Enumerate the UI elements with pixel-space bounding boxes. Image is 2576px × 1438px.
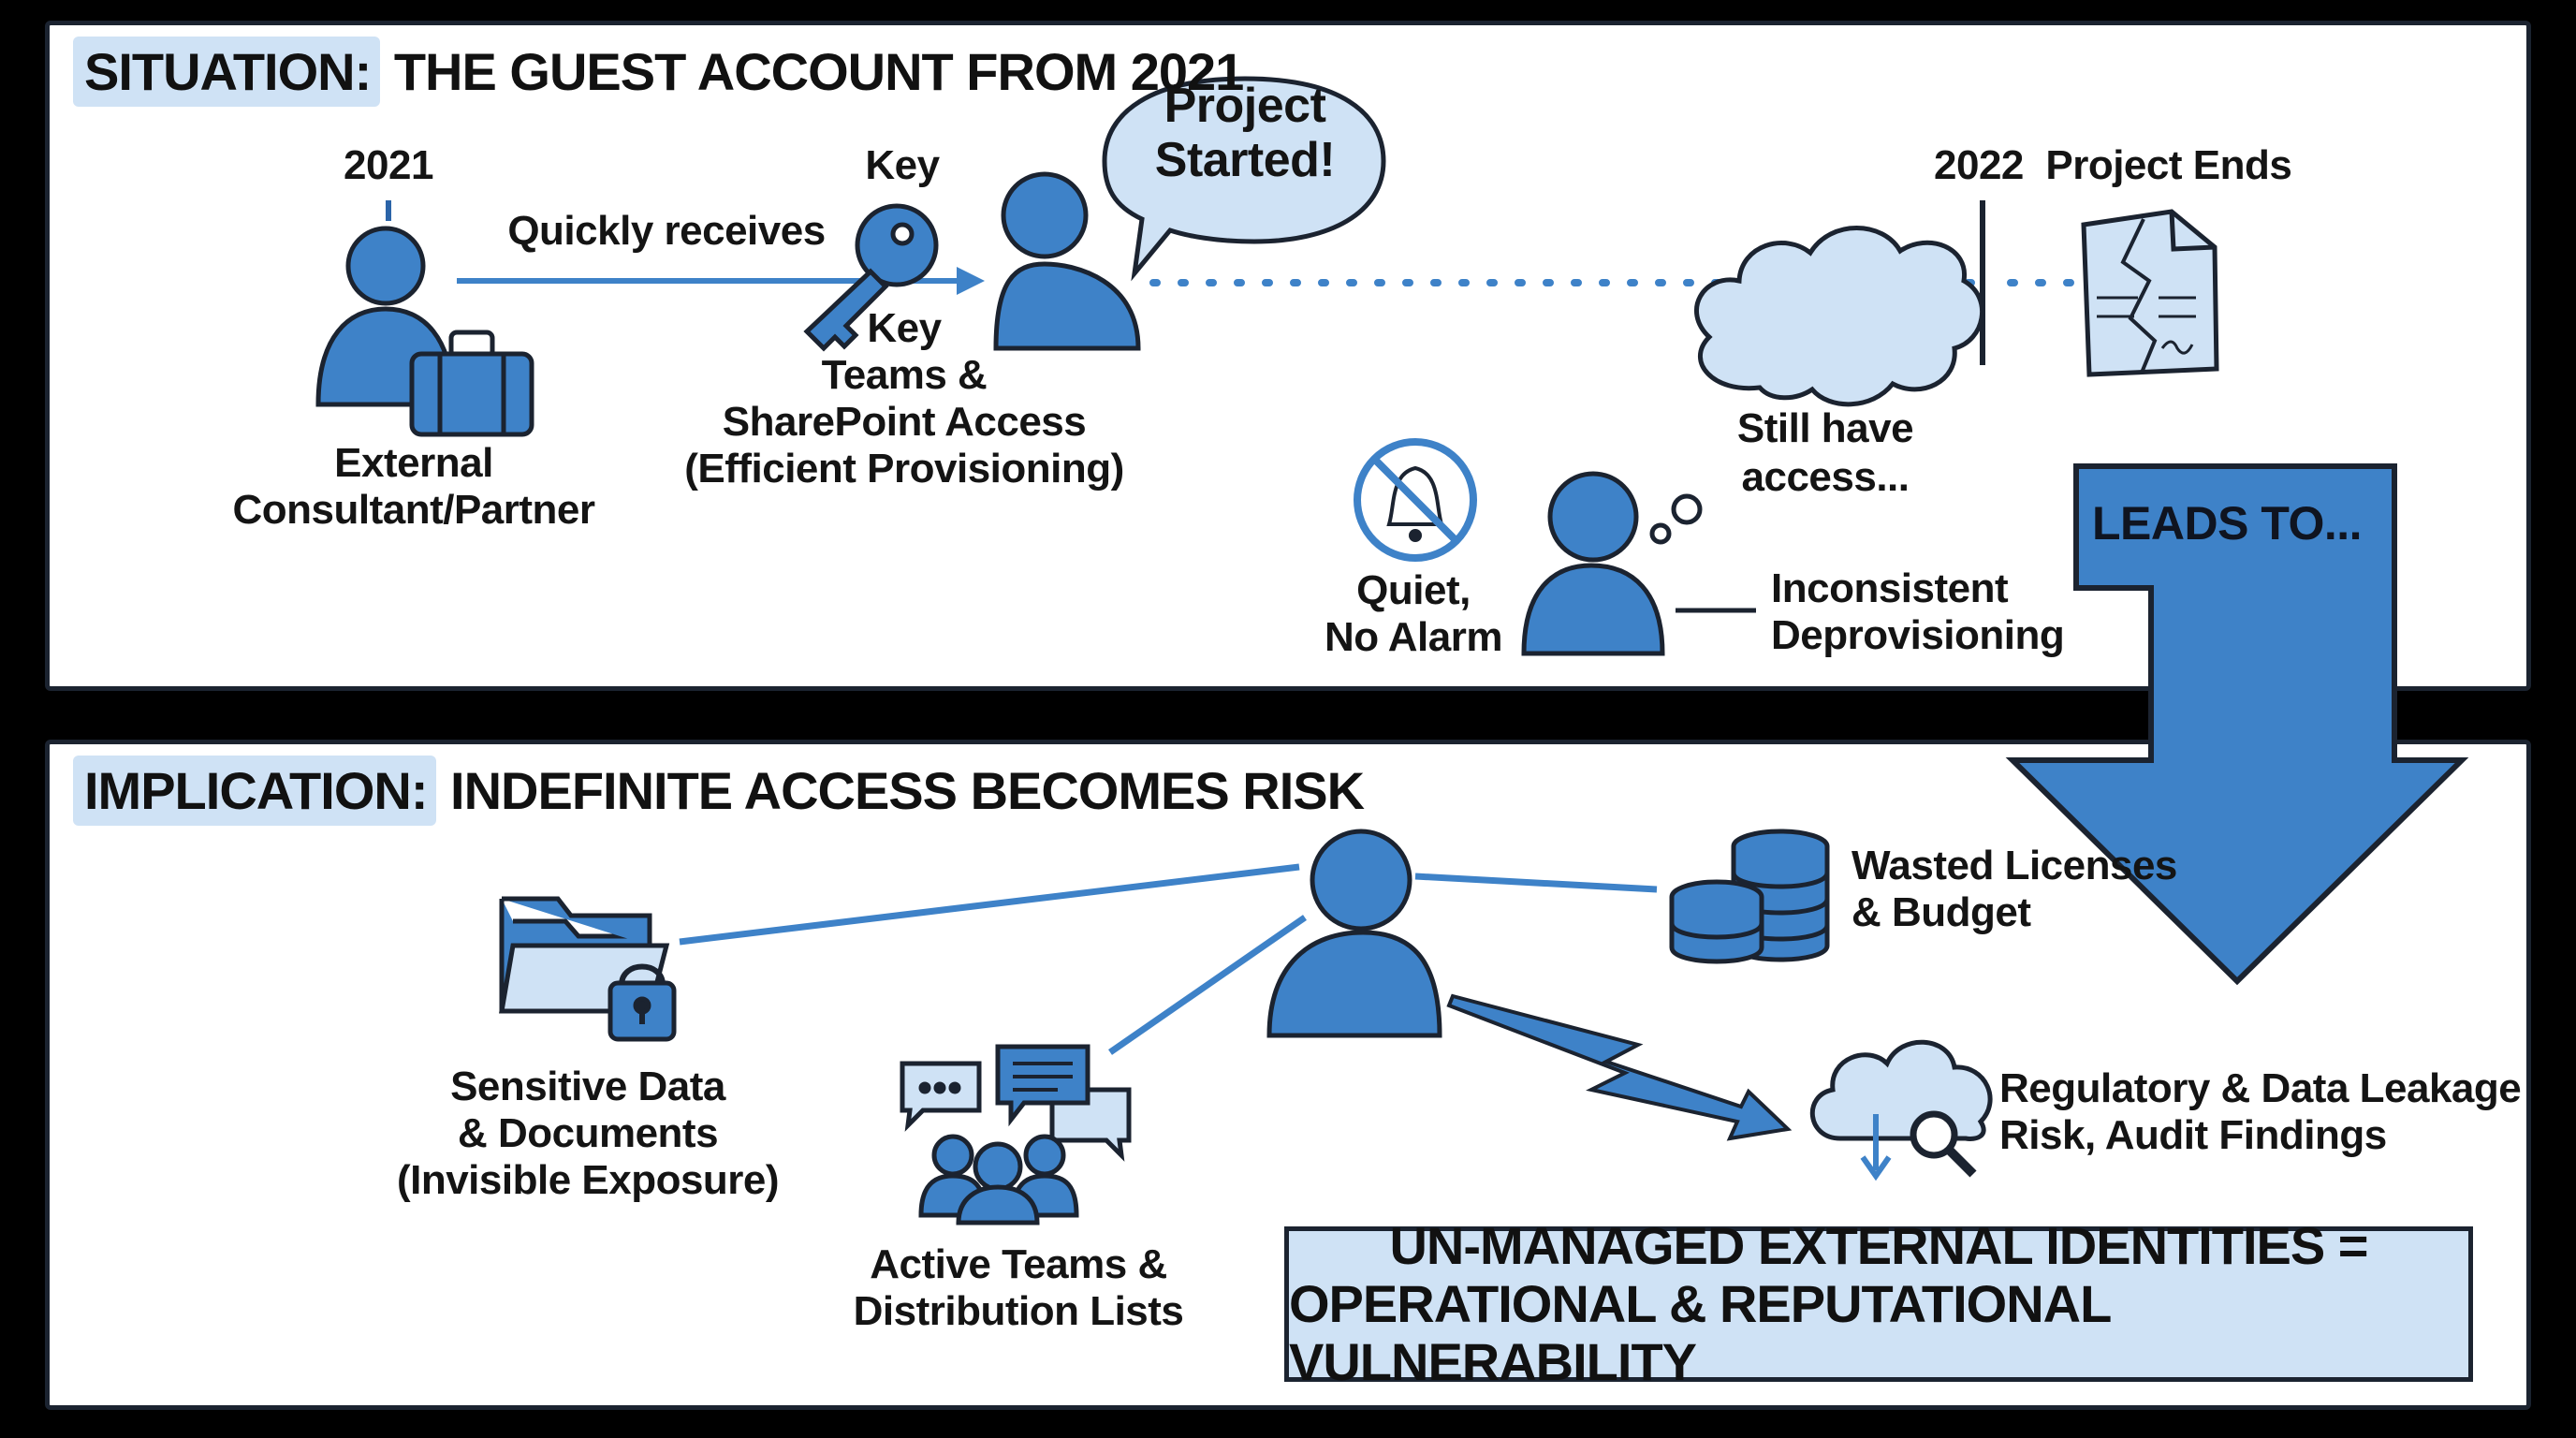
year-end-label: 2022 Project Ends	[1934, 142, 2292, 188]
key-label: Key	[865, 142, 940, 188]
cloud-audit-icon	[1809, 1039, 1993, 1181]
chat-bubbles-icon	[900, 1044, 1132, 1162]
thought-cloud	[1649, 226, 1984, 545]
speech-bubble	[1102, 76, 1386, 282]
year-start-label: 2021	[344, 142, 433, 188]
sensitive-data-label: Sensitive Data & Documents (Invisible Ex…	[396, 1064, 780, 1203]
risk-lightning-arrow	[1446, 993, 1793, 1141]
situation-heading-text: THE GUEST ACCOUNT FROM 2021	[393, 42, 1244, 101]
torn-document-icon	[2081, 209, 2219, 377]
external-consultant-label: External Consultant/Partner	[232, 440, 595, 533]
conclusion-line-2: OPERATIONAL & REPUTATIONAL VULNERABILITY	[1289, 1274, 2111, 1391]
teams-lists-label: Active Teams & Distribution Lists	[853, 1241, 1184, 1334]
implication-heading-text: INDEFINITE ACCESS BECOMES RISK	[450, 761, 1365, 820]
lingering-guest-icon	[1521, 471, 1665, 656]
implication-heading: IMPLICATION: INDEFINITE ACCESS BECOMES R…	[73, 756, 1365, 826]
link-sensitive-data	[679, 863, 1300, 946]
locked-folder-icon	[499, 896, 677, 1042]
key-icon	[803, 203, 939, 352]
speech-bubble-text: Project Started!	[1154, 79, 1336, 187]
external-identity-icon	[1266, 829, 1442, 1038]
wasted-licenses-label: Wasted Licenses & Budget	[1852, 843, 2177, 935]
conclusion-box: UN-MANAGED EXTERNAL IDENTITIES = OPERATI…	[1284, 1217, 2473, 1391]
briefcase-icon	[409, 330, 534, 437]
project-person-icon	[993, 171, 1141, 351]
quiet-label: Quiet, No Alarm	[1325, 567, 1502, 660]
situation-heading: SITUATION: THE GUEST ACCOUNT FROM 2021	[73, 37, 1244, 107]
leads-to-label: LEADS TO...	[2091, 497, 2363, 550]
access-label: Key Teams & SharePoint Access (Efficient…	[684, 305, 1124, 492]
coins-stack-icon	[1669, 829, 1830, 964]
quickly-receives-label: Quickly receives	[507, 208, 826, 254]
link-licenses	[1414, 873, 1658, 893]
thought-cloud-text: Still have access...	[1736, 405, 1914, 500]
situation-heading-tag: SITUATION:	[73, 37, 381, 107]
regulatory-risk-label: Regulatory & Data Leakage Risk, Audit Fi…	[1999, 1065, 2522, 1158]
link-teams	[1108, 915, 1307, 1055]
leads-to-arrow	[2005, 463, 2469, 986]
team-group-icon	[918, 1134, 1079, 1225]
conclusion-line-1: UN-MANAGED EXTERNAL IDENTITIES =	[1389, 1216, 2368, 1275]
muted-bell-icon	[1354, 438, 1477, 562]
inconsistent-deprovisioning-label: Inconsistent Deprovisioning	[1771, 565, 2065, 658]
implication-heading-tag: IMPLICATION:	[73, 756, 437, 826]
